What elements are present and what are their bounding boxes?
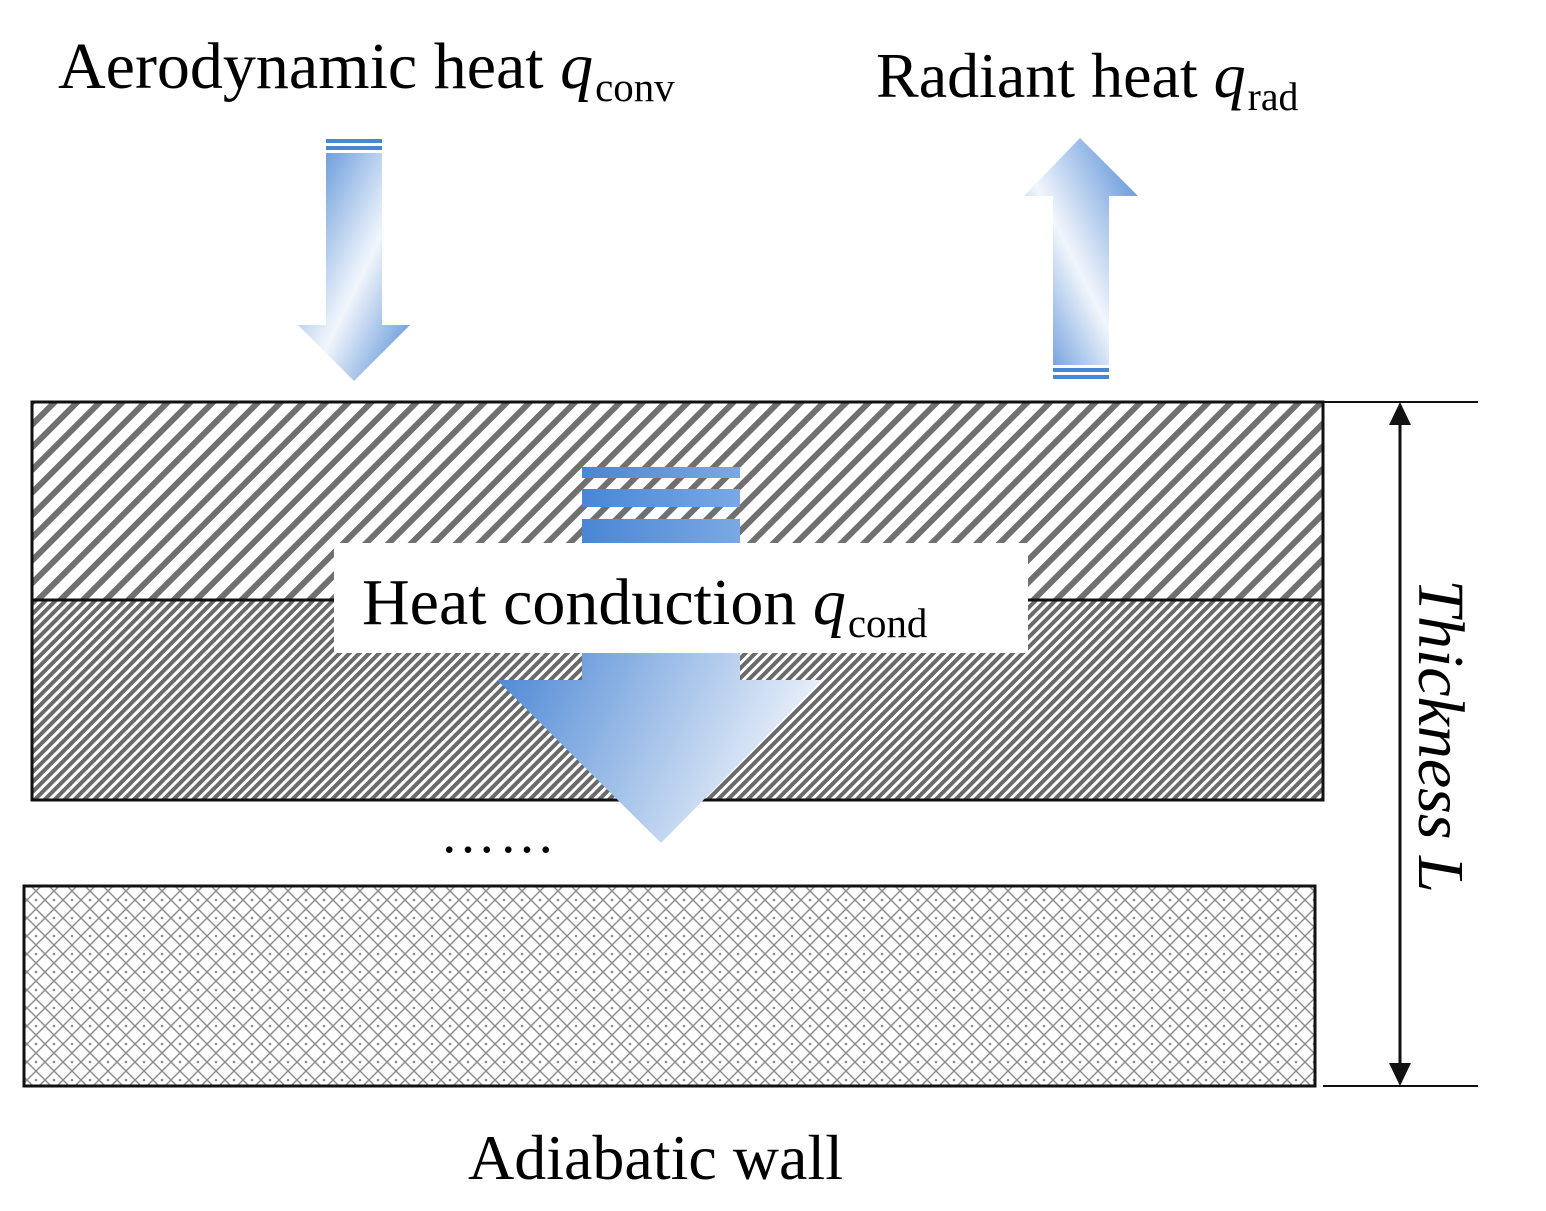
thickness-label: Thickness L bbox=[1404, 579, 1477, 893]
radiant-heat-arrow bbox=[1024, 138, 1138, 379]
radiant-heat-label: Radiant heat qrad bbox=[876, 44, 1298, 117]
ellipsis: …… bbox=[440, 803, 558, 865]
heat-conduction-subscript: cond bbox=[847, 601, 928, 647]
aerodynamic-heat-arrow bbox=[298, 139, 410, 381]
aerodynamic-heat-subscript: conv bbox=[595, 65, 675, 111]
heat-conduction-symbol: q bbox=[812, 566, 846, 639]
heat-conduction-text: Heat conduction bbox=[362, 566, 813, 639]
aerodynamic-heat-symbol: q bbox=[560, 30, 594, 103]
bottom-layer bbox=[22, 884, 1317, 1088]
aerodynamic-heat-label: Aerodynamic heat qconv bbox=[58, 34, 675, 109]
thickness-dimension bbox=[1323, 401, 1478, 1087]
heat-conduction-label-background bbox=[334, 543, 1028, 653]
heat-conduction-label: Heat conduction qcond bbox=[362, 570, 927, 645]
heat-conduction-arrow bbox=[497, 467, 822, 843]
radiant-heat-symbol: q bbox=[1213, 40, 1246, 111]
radiant-heat-text: Radiant heat bbox=[876, 40, 1214, 111]
aerodynamic-heat-text: Aerodynamic heat bbox=[58, 30, 561, 103]
radiant-heat-subscript: rad bbox=[1247, 74, 1299, 119]
adiabatic-wall-label: Adiabatic wall bbox=[468, 1122, 843, 1193]
